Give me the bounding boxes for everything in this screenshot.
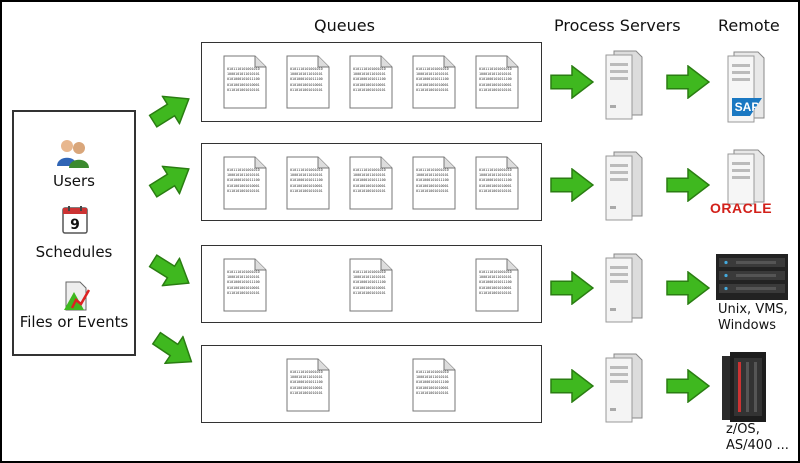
queue-document-icon: 0101110101001010 1000101011010101 010100… [286,358,330,412]
flow-arrow-icon [550,65,594,99]
rack-server-icon [716,254,788,300]
queue-document-icon: 0101110101001010 1000101011010101 010100… [412,156,456,210]
process-server-icon [605,50,643,120]
schedules-label: Schedules [35,243,113,261]
queue-document-icon: 0101110101001010 1000101011010101 010100… [475,156,519,210]
queue-document-icon: 0101110101001010 1000101011010101 010100… [412,55,456,109]
unix-label: Unix, VMS, Windows [718,302,788,333]
files-events-label: Files or Events [19,313,129,331]
queue-document-icon: 0101110101001010 1000101011010101 010100… [286,156,330,210]
queue-document-icon: 0101110101001010 1000101011010101 010100… [412,358,456,412]
zos-label: z/OS, AS/400 ... [726,422,789,453]
process-servers-header: Process Servers [554,16,681,35]
flow-arrow-icon [151,331,193,365]
users-label: Users [52,172,95,190]
flow-arrow-icon [666,65,710,99]
queue-document-icon: 0101110101001010 1000101011010101 010100… [349,55,393,109]
queue-document-icon: 0101110101001010 1000101011010101 010100… [223,258,267,312]
queue-document-icon: 0101110101001010 1000101011010101 010100… [286,55,330,109]
mainframe-icon [722,352,766,422]
queue-document-icon: 0101110101001010 1000101011010101 010100… [349,258,393,312]
file-event-icon [64,281,91,311]
oracle-server-icon [727,149,765,205]
flow-arrow-icon [550,168,594,202]
flow-arrow-icon [148,165,190,198]
flow-arrow-icon [550,271,594,305]
flow-arrow-icon [550,369,594,403]
flow-arrow-icon [148,254,190,287]
queue-document-icon: 0101110101001010 1000101011010101 010100… [475,258,519,312]
users-icon [57,140,89,168]
flow-arrow-icon [666,271,710,305]
process-server-icon [605,253,643,323]
process-server-icon [605,353,643,423]
queue-document-icon: 0101110101001010 1000101011010101 010100… [223,55,267,109]
calendar-icon: 9 [62,206,88,234]
sources-panel: Users 9 Schedules Files or Events [12,110,136,356]
queue-box-4 [201,345,542,423]
queue-document-icon: 0101110101001010 1000101011010101 010100… [475,55,519,109]
calendar-day: 9 [70,217,80,233]
queue-document-icon: 0101110101001010 1000101011010101 010100… [223,156,267,210]
flow-arrow-icon [148,95,190,128]
queue-document-icon: 0101110101001010 1000101011010101 010100… [349,156,393,210]
oracle-logo: ORACLE [710,200,773,216]
flow-arrow-icon [666,168,710,202]
remote-header: Remote [718,16,780,35]
process-server-icon [605,151,643,221]
queues-header: Queues [314,16,375,35]
flow-arrow-icon [666,369,710,403]
